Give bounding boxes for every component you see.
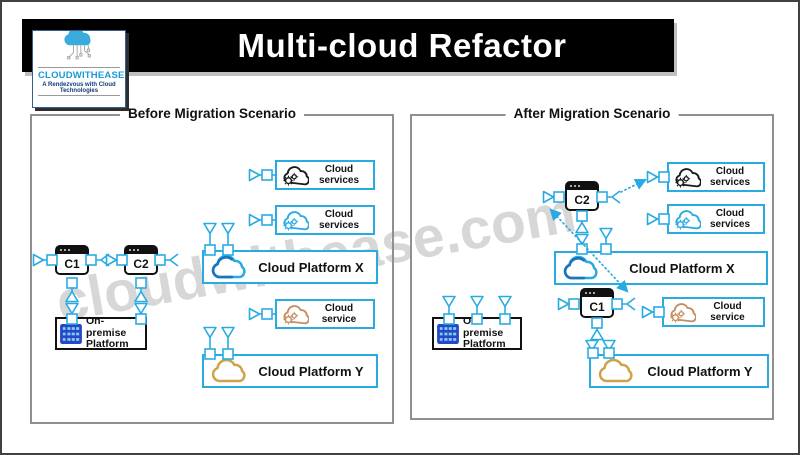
logo-tagline: A Rendezvous with Cloud Technologies bbox=[38, 82, 120, 96]
window-label: C1 bbox=[55, 254, 89, 275]
window-label: C2 bbox=[124, 254, 158, 275]
window-label: C2 bbox=[565, 190, 599, 211]
before-panel-legend: Before Migration Scenario bbox=[119, 106, 305, 121]
cloud-gears-icon bbox=[282, 304, 309, 326]
window-label: C1 bbox=[580, 297, 614, 318]
onprem-label: On-premise Platform bbox=[463, 314, 506, 351]
cloud-gears-icon bbox=[282, 210, 309, 232]
cloud-service-label: Cloud service bbox=[710, 301, 745, 323]
cloud-platform-x-icon bbox=[563, 255, 598, 279]
before-cloud-services-box-2: Cloud services bbox=[275, 205, 375, 235]
before-cloud-services-box-1: Cloud services bbox=[275, 160, 375, 190]
after-cloud-services-box-1: Cloud services bbox=[667, 162, 765, 192]
after-panel: After Migration Scenario bbox=[410, 106, 774, 420]
after-component-c2: C2 bbox=[565, 181, 599, 213]
cloud-services-label: Cloud services bbox=[318, 164, 360, 186]
window-titlebar bbox=[55, 245, 89, 254]
after-cloud-platform-y-box: Cloud Platform Y bbox=[589, 354, 769, 388]
logo-card: CLOUDWITHEASE A Rendezvous with Cloud Te… bbox=[32, 30, 126, 108]
after-onprem-box: On-premise Platform bbox=[432, 314, 522, 351]
before-component-c1: C1 bbox=[55, 245, 89, 277]
logo-name: CLOUDWITHEASE bbox=[38, 67, 124, 81]
after-cloud-services-box-2: Cloud services bbox=[667, 204, 765, 234]
window-titlebar bbox=[565, 181, 599, 190]
cloud-gears-icon bbox=[674, 209, 701, 231]
cloud-circuit-logo-icon bbox=[64, 31, 91, 60]
server-icon bbox=[60, 323, 82, 344]
cloud-platform-x-icon bbox=[211, 254, 246, 278]
before-cloud-platform-y-box: Cloud Platform Y bbox=[202, 354, 378, 388]
cloud-services-label: Cloud services bbox=[709, 166, 751, 188]
after-panel-legend: After Migration Scenario bbox=[505, 106, 679, 121]
before-cloud-service-box: Cloud service bbox=[275, 299, 375, 329]
before-component-c2: C2 bbox=[124, 245, 158, 277]
server-icon bbox=[437, 323, 459, 344]
cloud-platform-y-label: Cloud Platform Y bbox=[258, 363, 364, 379]
cloud-services-label: Cloud services bbox=[709, 208, 751, 230]
cloud-platform-y-icon bbox=[598, 358, 633, 382]
before-panel: Before Migration Scenario bbox=[30, 106, 394, 424]
cloud-gears-icon bbox=[669, 302, 696, 324]
after-component-c1: C1 bbox=[580, 288, 614, 320]
after-cloud-platform-x-box: Cloud Platform X bbox=[554, 251, 768, 285]
cloud-gears-icon bbox=[282, 165, 309, 187]
cloud-platform-x-label: Cloud Platform X bbox=[629, 260, 735, 276]
window-titlebar bbox=[124, 245, 158, 254]
after-cloud-service-box: Cloud service bbox=[662, 297, 765, 327]
cloud-gears-icon bbox=[674, 167, 701, 189]
page-title: Multi-cloud Refactor bbox=[237, 26, 567, 64]
before-onprem-box: On-premise Platform bbox=[55, 314, 147, 351]
cloud-services-label: Cloud services bbox=[318, 209, 360, 231]
cloud-service-label: Cloud service bbox=[321, 303, 357, 325]
cloud-platform-y-label: Cloud Platform Y bbox=[647, 363, 753, 379]
cloud-platform-y-icon bbox=[211, 358, 246, 382]
onprem-label: On-premise Platform bbox=[86, 314, 129, 351]
title-bar: Multi-cloud Refactor bbox=[22, 19, 674, 72]
cloud-platform-x-label: Cloud Platform X bbox=[258, 259, 364, 275]
before-cloud-platform-x-box: Cloud Platform X bbox=[202, 250, 378, 284]
window-titlebar bbox=[580, 288, 614, 297]
